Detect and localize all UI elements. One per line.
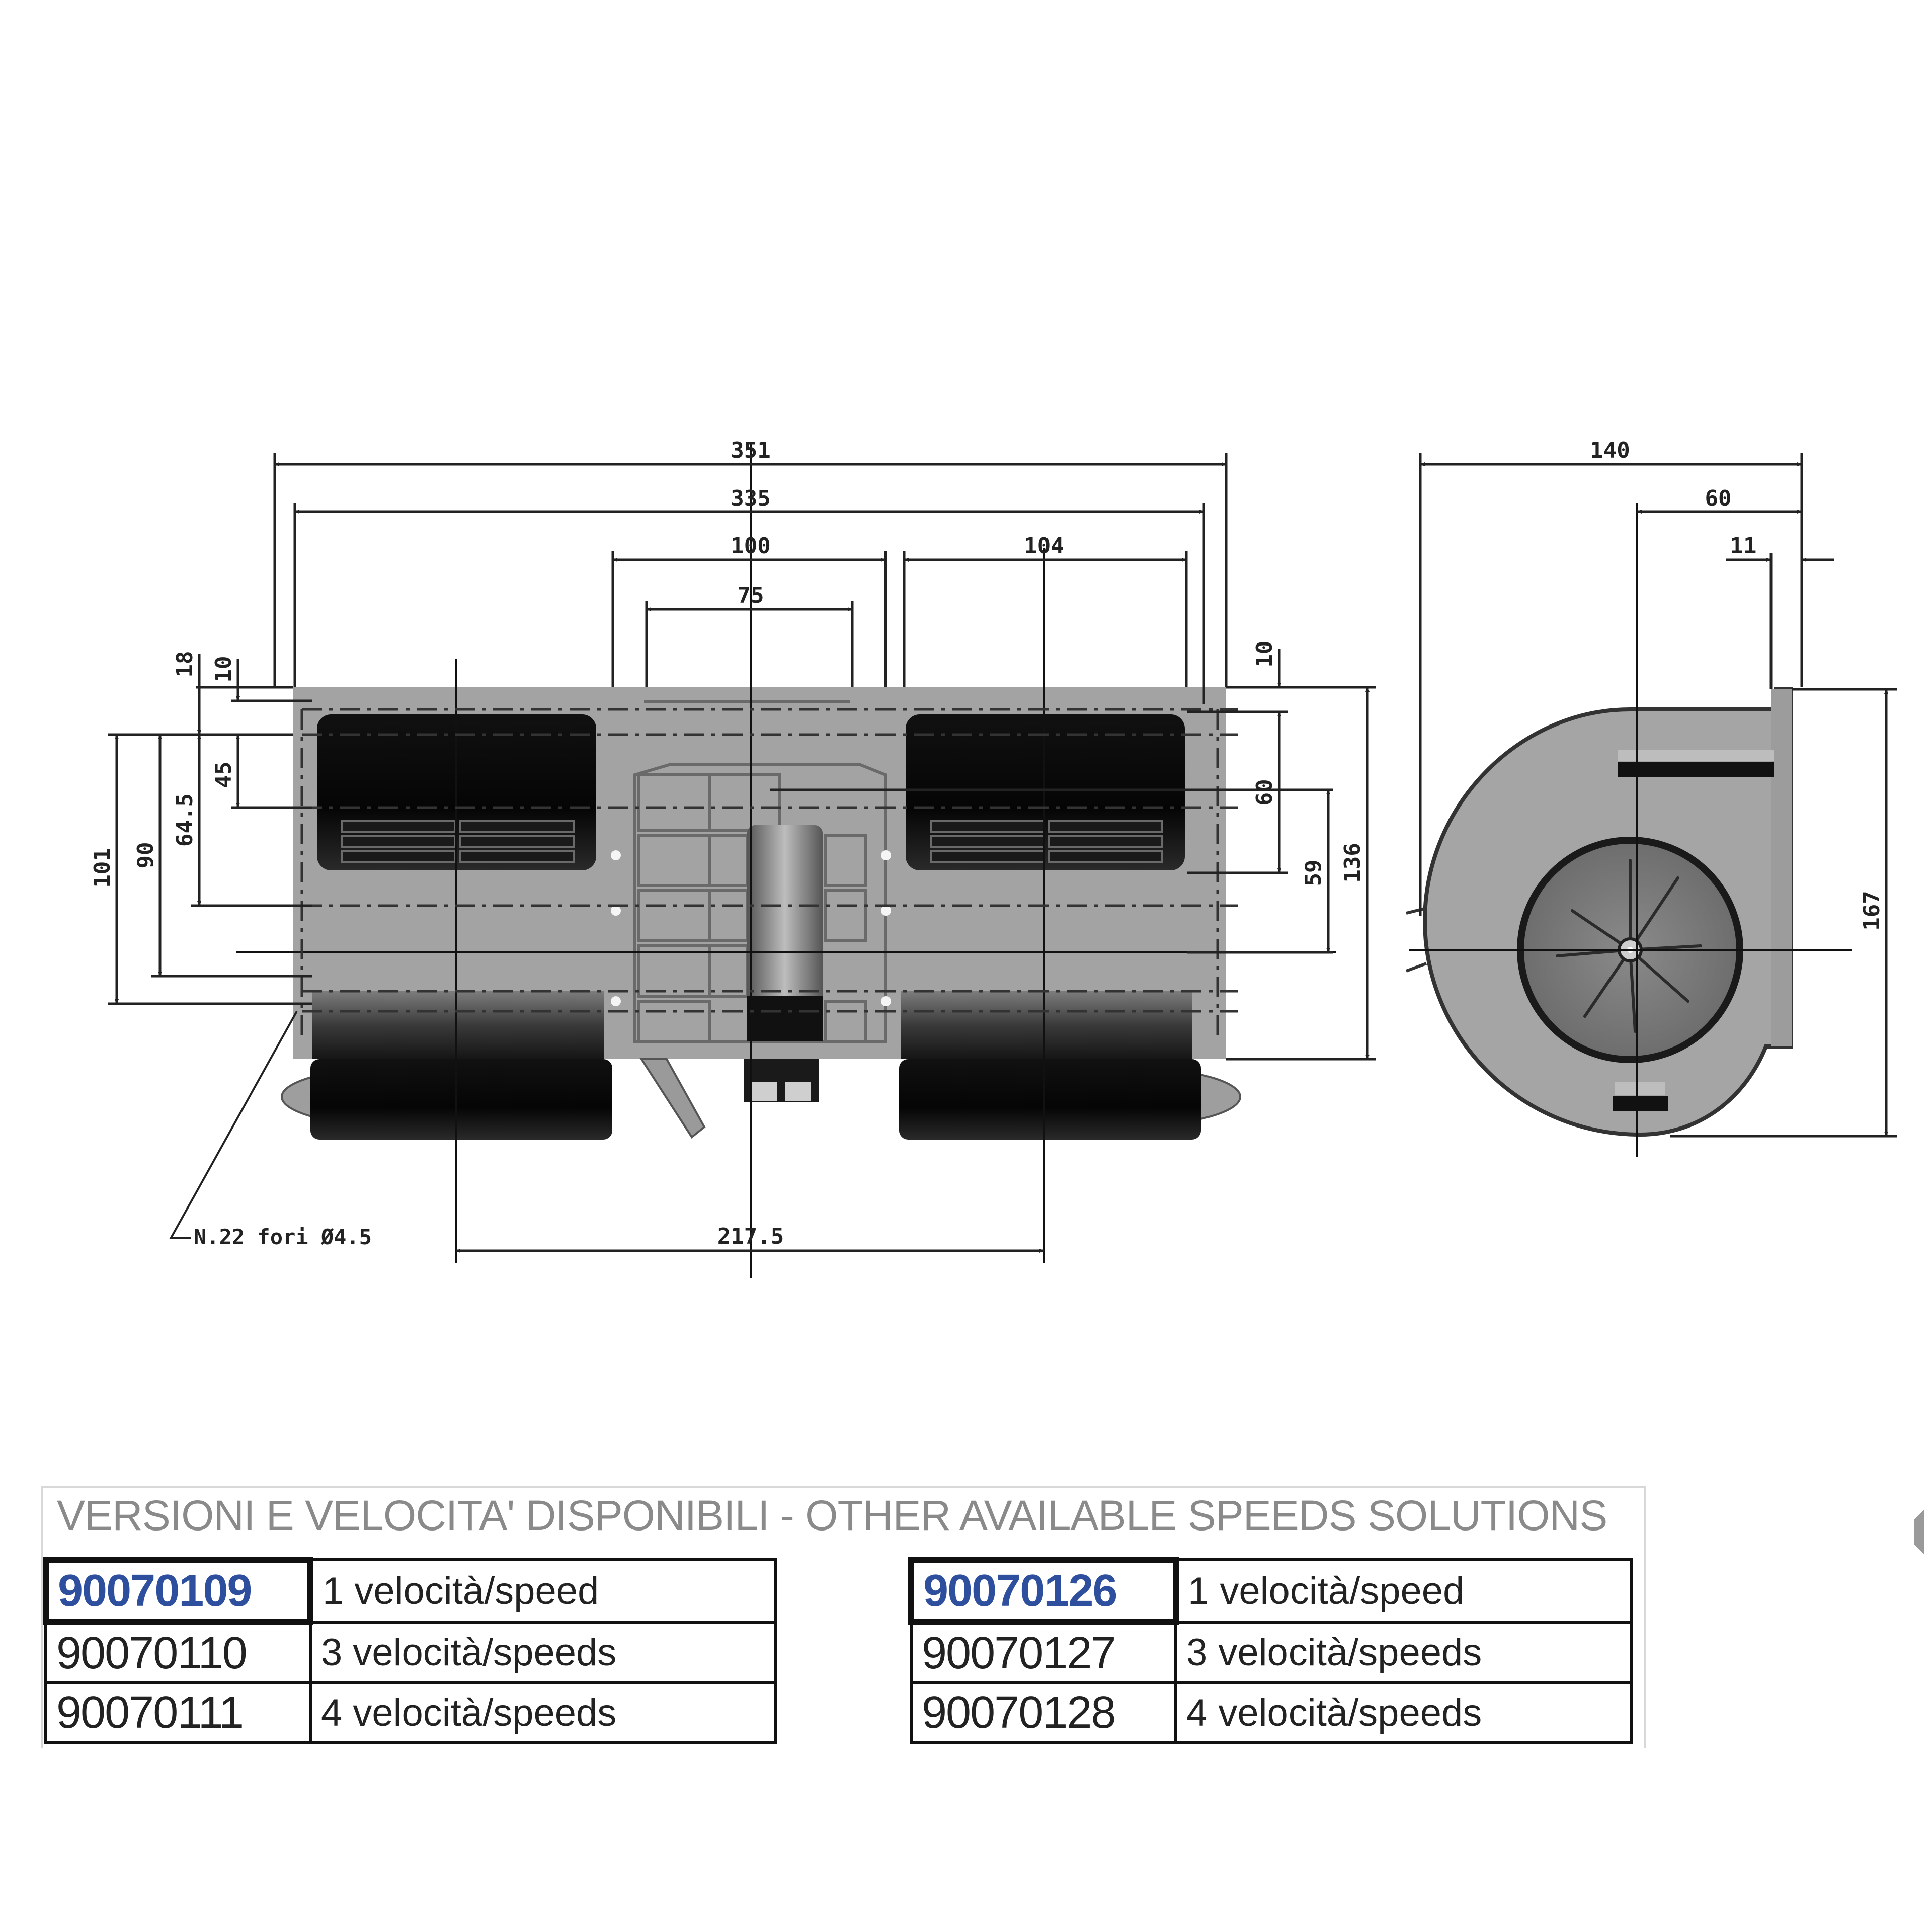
dim-335: 335 [731,486,770,511]
table-row: 90070109 1 velocità/speed [43,1557,777,1625]
product-code: 90070127 [910,1621,1177,1684]
product-code: 90070126 [908,1557,1179,1625]
product-code: 90070110 [44,1621,312,1684]
dim-351: 351 [731,438,770,463]
speed-description: 3 velocità/speeds [1174,1621,1633,1684]
dim-104: 104 [1024,533,1064,559]
table-row: 90070127 3 velocità/speeds [910,1621,1633,1684]
speeds-table-title: VERSIONI E VELOCITA' DISPONIBILI - OTHER… [57,1492,1607,1539]
dim-11: 11 [1730,533,1757,559]
dim-90: 90 [133,842,158,869]
speed-description: 4 velocità/speeds [1174,1681,1633,1744]
hole-note: N.22 fori Ø4.5 [194,1225,372,1249]
speeds-table: VERSIONI E VELOCITA' DISPONIBILI - OTHER… [41,1486,1646,1748]
speed-description: 3 velocità/speeds [309,1621,777,1684]
table-row: 90070128 4 velocità/speeds [910,1681,1633,1744]
speed-description: 1 velocità/speed [309,1558,777,1624]
dim-60-right: 60 [1252,779,1277,806]
table-row: 90070110 3 velocità/speeds [44,1621,777,1684]
dim-217-5: 217.5 [717,1224,784,1249]
speed-description: 4 velocità/speeds [309,1681,777,1744]
speeds-table-right: 90070126 1 velocità/speed 90070127 3 vel… [908,1557,1633,1744]
dim-10-right: 10 [1252,641,1277,668]
dim-101: 101 [90,848,115,888]
dim-75: 75 [738,583,764,608]
product-code: 90070128 [910,1681,1177,1744]
dim-140: 140 [1590,438,1630,463]
product-code: 90070111 [44,1681,312,1744]
dim-59: 59 [1301,860,1326,887]
table-row: 90070126 1 velocità/speed [908,1557,1633,1625]
dim-167: 167 [1859,891,1885,930]
dim-10-left: 10 [211,656,236,683]
dim-60-side: 60 [1705,486,1732,511]
table-row: 90070111 4 velocità/speeds [44,1681,777,1744]
dim-64-5: 64.5 [172,793,198,847]
dim-136: 136 [1340,843,1365,882]
speeds-table-left: 90070109 1 velocità/speed 90070110 3 vel… [43,1557,777,1744]
side-view: 140 60 11 167 [1405,438,1897,1157]
dim-45: 45 [211,762,236,788]
product-code: 90070109 [43,1557,313,1625]
edge-artifact [1914,1509,1924,1555]
front-view: 351 335 100 104 75 217.5 18 10 45 64.5 9… [90,438,1376,1278]
dim-100: 100 [731,533,770,559]
speed-description: 1 velocità/speed [1174,1558,1633,1624]
dim-18: 18 [172,651,198,678]
